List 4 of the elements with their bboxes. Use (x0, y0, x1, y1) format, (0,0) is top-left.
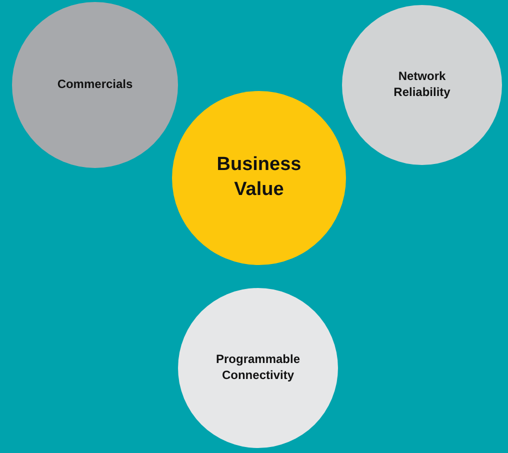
circle-label: Business Value (216, 153, 302, 202)
circle-label: Network Reliability (392, 69, 452, 101)
circle-label: Programmable Connectivity (214, 352, 302, 384)
circle-label: Commercials (57, 77, 133, 93)
